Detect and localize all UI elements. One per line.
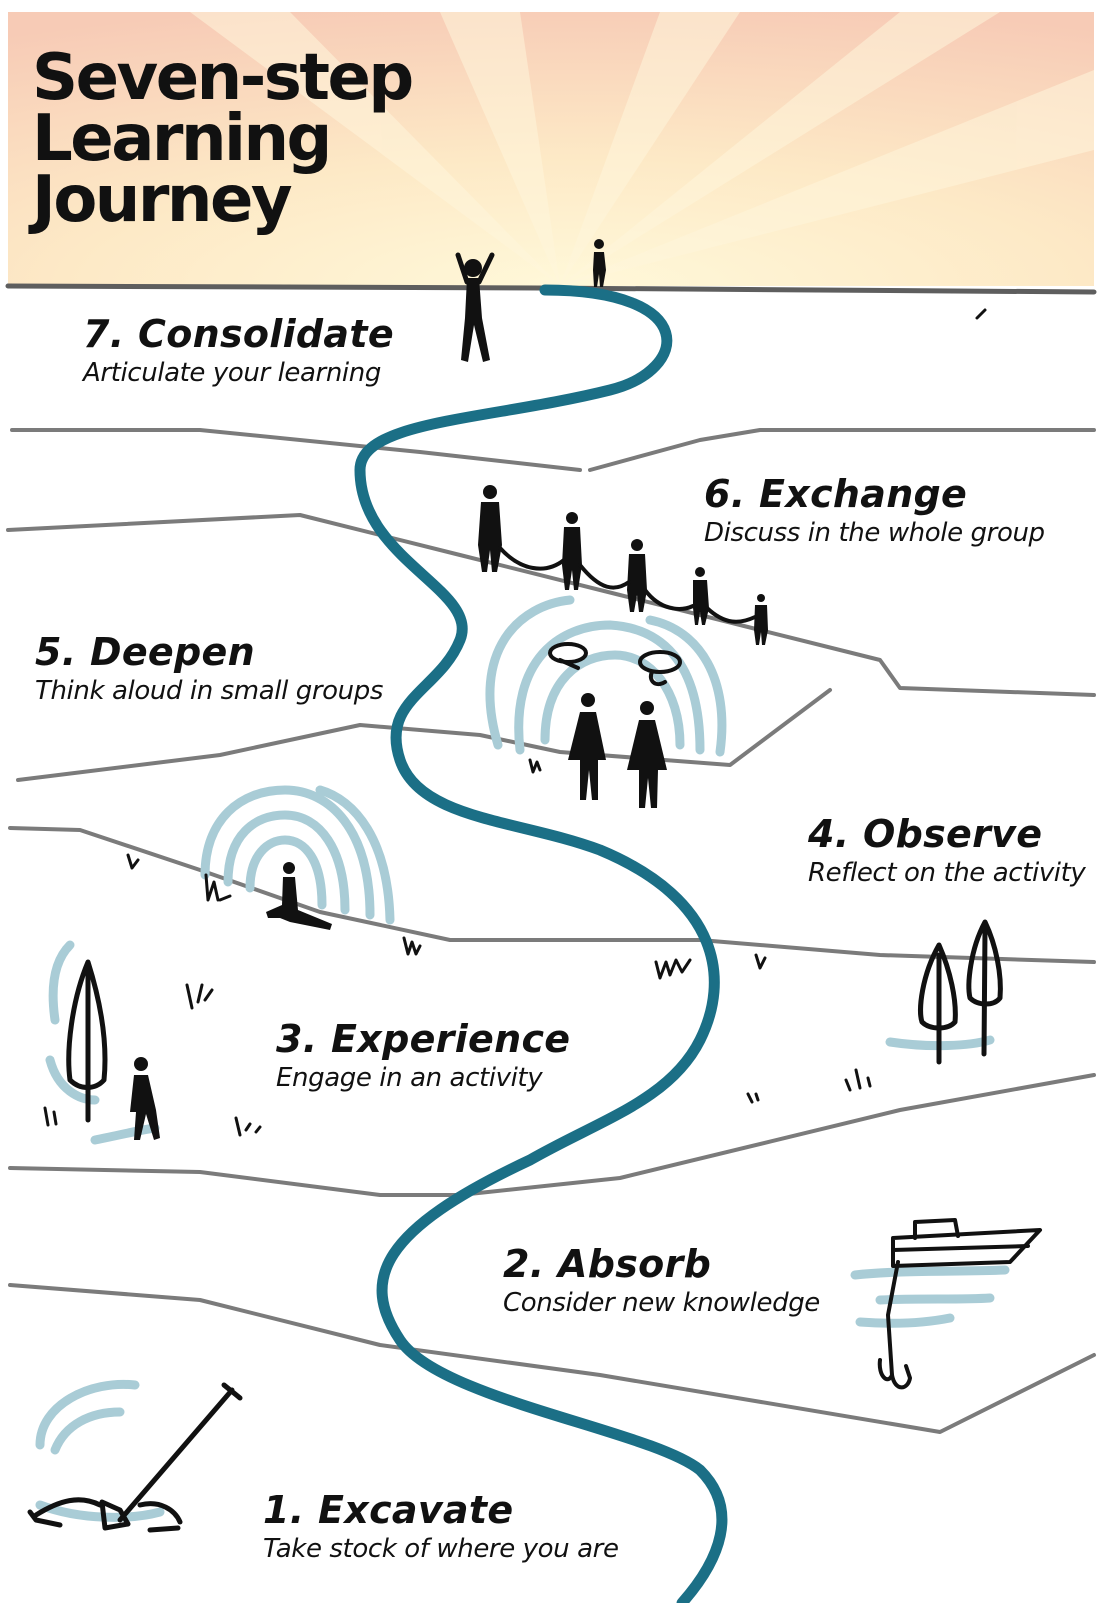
step-subtitle: Articulate your learning [83,358,381,388]
grass-icon [43,308,987,1137]
person-sitting-icon [266,862,332,930]
step-subtitle: Reflect on the activity [808,858,1086,888]
sun-rays [190,12,1094,286]
boat-icon [891,1218,1042,1268]
step-1-excavate: 1. Excavate Take stock of where you are [263,1488,619,1566]
step-heading: 5. Deepen [35,630,255,674]
step-5-deepen: 5. Deepen Think aloud in small groups [35,630,383,708]
step-heading: 4. Observe [808,812,1043,856]
puddle-left [45,940,100,1105]
person-icon [593,239,606,287]
rainbow-icon [200,785,395,925]
step-heading: 2. Absorb [503,1242,712,1286]
step-subtitle: Engage in an activity [276,1063,543,1093]
title-line-2: Learning [32,102,332,176]
shovel-icon [27,1382,243,1533]
shovel-water-2 [50,1407,125,1455]
step-heading: 6. Exchange [704,472,968,516]
fish-hook-icon [877,1260,912,1390]
tree-icon [66,959,108,1123]
step-heading: 7. Consolidate [83,312,394,356]
boat-water-2 [875,1293,995,1305]
step-7-consolidate: 7. Consolidate Articulate your learning [83,312,394,390]
rainbow-icon [485,595,727,757]
step-heading: 1. Excavate [263,1488,514,1532]
shovel-water-1 [35,1379,140,1450]
step-6-exchange: 6. Exchange Discuss in the whole group [704,472,1045,550]
puddle-person [90,1123,160,1145]
step-subtitle: Take stock of where you are [263,1534,619,1564]
title-line-1: Seven-step [32,41,414,115]
river-path [354,284,728,1603]
boat-water-1 [850,1265,1010,1280]
boat-water-3 [855,1313,955,1328]
person-icon [130,1057,160,1140]
step-4-observe: 4. Observe Reflect on the activity [808,812,1086,890]
ink-figures [27,239,1042,1533]
person-icon [568,693,606,800]
page-title: Seven-step Learning Journey [32,41,414,237]
person-icon [627,701,667,808]
person-arms-up-icon [455,252,495,362]
step-3-experience: 3. Experience Engage in an activity [276,1017,570,1095]
step-heading: 3. Experience [276,1017,571,1061]
title-line-3: Journey [32,163,293,237]
step-subtitle: Think aloud in small groups [35,676,384,706]
sky [8,12,1094,286]
people-chain-icon [478,485,768,645]
step-subtitle: Consider new knowledge [503,1288,820,1318]
thought-bubble-icon [548,642,682,687]
tree-icon [918,919,1003,1065]
step-2-absorb: 2. Absorb Consider new knowledge [503,1242,820,1320]
step-subtitle: Discuss in the whole group [704,518,1045,548]
